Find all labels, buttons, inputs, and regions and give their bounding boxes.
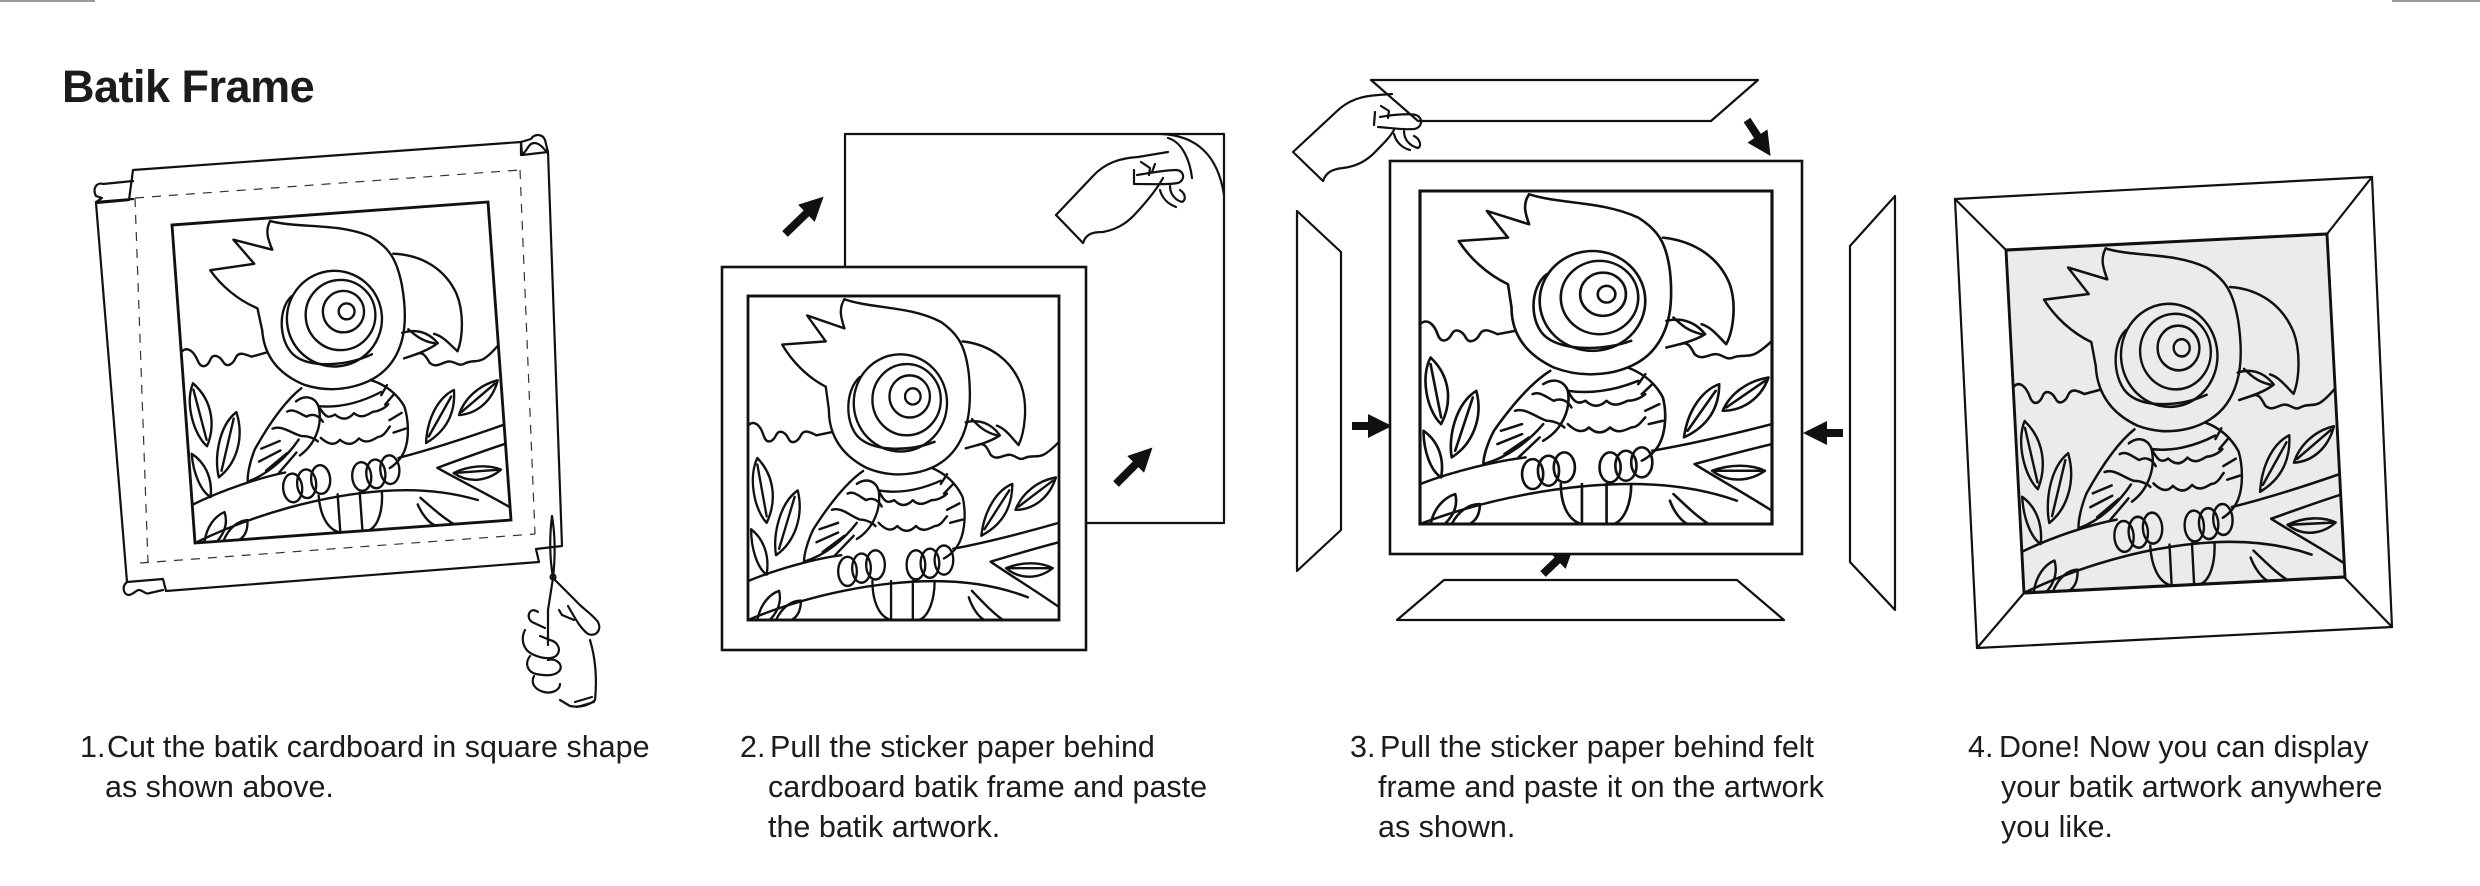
step-2-caption: 2. Pull the sticker paper behind cardboa…: [740, 727, 1207, 847]
page-title: Batik Frame: [62, 61, 315, 112]
step-2-illustration: [720, 132, 1226, 652]
step-1-caption: 1. Cut the batik cardboard in square sha…: [80, 727, 650, 807]
felt-strip-left: [1295, 209, 1343, 573]
step-number: 3.: [1350, 730, 1376, 764]
caption-line: the batik artwork.: [768, 810, 1001, 844]
caption-line: cardboard batik frame and paste: [768, 770, 1208, 804]
cut-guide-dashed: [134, 169, 536, 564]
arrow-up-right-icon: [1540, 543, 1575, 577]
step-number: 1.: [80, 730, 106, 764]
hand-holding-strip-icon: [1291, 92, 1423, 183]
arrow-down-right-icon: [1743, 117, 1771, 157]
caption-line: you like.: [2001, 810, 2113, 844]
sticker-paper-peel-curl: [1158, 132, 1226, 197]
caption-line: Pull the sticker paper behind felt: [1380, 730, 1815, 764]
top-left-rule: [0, 0, 95, 2]
caption-line: Cut the batik cardboard in square shape: [107, 730, 650, 764]
arrow-up-right-icon: [1113, 447, 1153, 487]
batik-artwork-step-2: [746, 294, 1061, 622]
frame-corner-bevels: [1953, 175, 2394, 650]
cardboard-tab-bottom-left: [122, 580, 165, 597]
step-1-illustration: [93, 133, 601, 709]
step-4-illustration: [1953, 175, 2394, 650]
batik-artwork-step-3: [1418, 189, 1774, 526]
caption-line: frame and paste it on the artwork: [1378, 770, 1824, 804]
caption-line: as shown above.: [105, 770, 334, 804]
cardboard-tab-top-right: [519, 133, 550, 157]
caption-line: Done! Now you can display: [1999, 730, 2369, 764]
arrow-up-right-icon: [782, 196, 824, 237]
hand-peeling-icon: [1054, 150, 1186, 245]
felt-strip-bottom: [1395, 578, 1786, 622]
sticker-peel-fold: [1166, 136, 1194, 180]
step-number: 4.: [1968, 730, 1994, 764]
step-4-caption: 4. Done! Now you can display your batik …: [1968, 727, 2382, 847]
batik-artwork-step-1: [170, 200, 513, 545]
step-number: 2.: [740, 730, 766, 764]
felt-strip-top: [1369, 78, 1760, 123]
top-right-rule: [2392, 0, 2480, 2]
caption-line: your batik artwork anywhere: [2001, 770, 2383, 804]
felt-strip-right: [1848, 194, 1897, 612]
cardboard-tab-top-left: [93, 179, 135, 204]
sticker-paper-sheet: [843, 132, 1226, 525]
step-3-caption: 3. Pull the sticker paper behind felt fr…: [1350, 727, 1824, 847]
caption-line: Pull the sticker paper behind: [770, 730, 1155, 764]
caption-line: as shown.: [1378, 810, 1516, 844]
batik-artwork-finished: [2004, 232, 2347, 595]
hand-with-scissors-icon: [521, 514, 601, 709]
step-3-illustration: [1291, 78, 1897, 622]
